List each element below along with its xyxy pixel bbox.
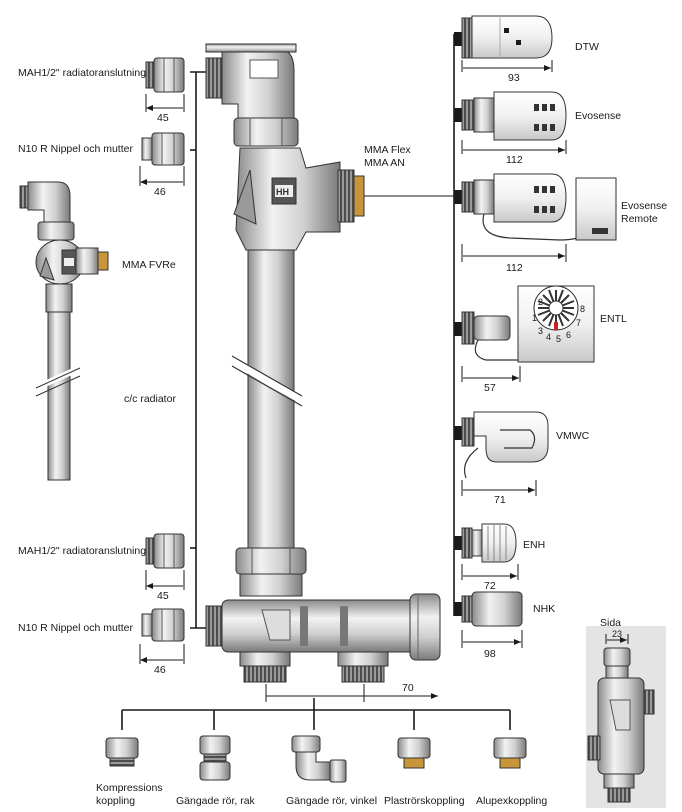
gangade-vinkel-fitting <box>291 735 347 783</box>
main-assembly: HH <box>205 43 454 683</box>
dim-mah-bottom: 45 <box>157 590 169 602</box>
label-evosense: Evosense <box>575 110 622 122</box>
dial-number-6: 6 <box>566 330 572 340</box>
label-n10-top: N10 R Nippel och mutter <box>18 143 133 155</box>
dial-number-5: 5 <box>556 334 562 344</box>
enh-actuator <box>454 523 517 563</box>
label-mah-top: MAH1/2" radiatoranslutning <box>18 67 147 79</box>
dim-entl: 57 <box>484 382 496 394</box>
evosense-actuator <box>454 91 567 141</box>
label-kompressions-1: Kompressions <box>96 782 163 794</box>
enh-dim <box>461 564 519 580</box>
nhk-dim <box>461 630 523 648</box>
dial-number-1: 1 <box>532 313 538 323</box>
dtw-dim <box>461 60 553 72</box>
label-enh: ENH <box>523 539 546 551</box>
alupex-fitting <box>493 737 527 769</box>
manifold-dim <box>265 684 438 702</box>
mah-bottom-dim <box>145 570 185 590</box>
label-mma-fvre: MMA FVRe <box>122 259 176 271</box>
vmwc-actuator <box>454 411 549 479</box>
label-dtw: DTW <box>575 41 599 53</box>
dim-n10-top: 46 <box>154 186 166 198</box>
plastror-fitting <box>397 737 431 769</box>
mah-bottom-fitting <box>145 533 185 569</box>
dtw-actuator <box>454 15 553 59</box>
small-assembly <box>19 181 109 481</box>
label-mma-an: MMA AN <box>364 157 405 169</box>
dial-number-3: 3 <box>538 326 544 336</box>
dim-mah-top: 45 <box>157 112 169 124</box>
label-sida: Sida <box>600 617 622 629</box>
n10-bottom-dim <box>139 644 185 664</box>
label-alupex: Alupexkoppling <box>476 795 548 807</box>
label-plastror: Plaströrskoppling <box>384 795 465 807</box>
dim-enh: 72 <box>484 580 496 592</box>
label-gangade-rak: Gängade rör, rak <box>176 795 255 807</box>
dim-vmwc: 71 <box>494 494 506 506</box>
dial-number-8: 8 <box>580 304 586 314</box>
dim-n10-bottom: 46 <box>154 664 166 676</box>
label-vmwc: VMWC <box>556 430 590 442</box>
n10-top-fitting <box>141 132 185 166</box>
label-mma-flex: MMA Flex <box>364 144 411 156</box>
vmwc-dim <box>461 480 537 496</box>
entl-actuator <box>454 285 595 363</box>
label-entl: ENTL <box>600 313 627 325</box>
n10-bottom-fitting <box>141 608 185 642</box>
label-evosense-remote-1: Evosense <box>621 200 668 212</box>
label-kompressions-2: koppling <box>96 795 136 807</box>
dial-number-2: 2 <box>538 297 544 307</box>
bottom-tree <box>121 698 511 730</box>
label-cc-radiator: c/c radiator <box>124 393 176 405</box>
dim-dtw: 93 <box>508 72 520 84</box>
nhk-actuator <box>454 591 523 627</box>
mah-top-dim <box>145 94 185 112</box>
kompressions-fitting <box>105 737 139 767</box>
left-bracket <box>190 71 212 629</box>
evosense-dim <box>461 140 567 154</box>
entl-dim <box>461 366 521 382</box>
dim-nhk: 98 <box>484 648 496 660</box>
label-mah-bottom: MAH1/2" radiatoranslutning <box>18 545 147 557</box>
evosense-remote-dim <box>461 244 567 262</box>
label-evosense-remote-2: Remote <box>621 213 658 225</box>
label-gangade-vinkel: Gängade rör, vinkel <box>286 795 378 807</box>
valve-logo: HH <box>276 187 289 197</box>
n10-top-dim <box>139 166 185 186</box>
dial-number-7: 7 <box>576 318 582 328</box>
evosense-remote-actuator <box>454 173 617 241</box>
gangade-rak-fitting <box>199 735 231 781</box>
mah-top-fitting <box>145 57 185 93</box>
label-n10-bottom: N10 R Nippel och mutter <box>18 622 133 634</box>
label-nhk: NHK <box>533 603 556 615</box>
dim-manifold: 70 <box>402 682 414 694</box>
dim-evosense: 112 <box>506 154 523 166</box>
dim-sida: 23 <box>612 629 623 639</box>
dim-evosense-remote: 112 <box>506 262 523 274</box>
side-view <box>586 626 666 808</box>
dial-number-4: 4 <box>546 332 552 342</box>
